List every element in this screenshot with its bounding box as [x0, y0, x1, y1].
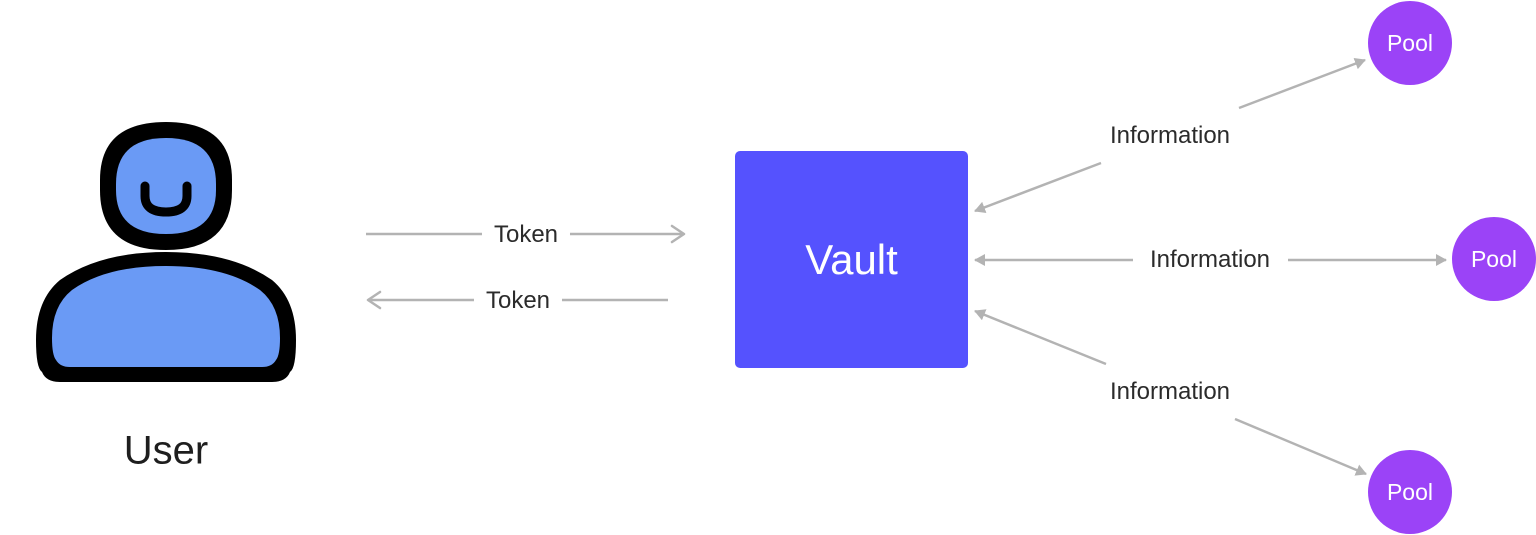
pool-label: Pool: [1386, 29, 1434, 56]
vault-node: Vault: [735, 151, 968, 368]
info-label-pool1: Information: [1097, 122, 1243, 150]
vault-label: Vault: [805, 235, 898, 283]
pool-node-1: Pool: [1368, 1, 1452, 85]
info-arrow-pool1-to-vault: [974, 161, 1102, 214]
info-arrow-vault-to-pool1: [1238, 57, 1366, 110]
token-label-to-user: Token: [473, 287, 563, 315]
pool-label: Pool: [1386, 478, 1434, 505]
info-label-pool2: Information: [1137, 246, 1283, 274]
info-label-pool3: Information: [1097, 378, 1243, 406]
info-arrow-vault-to-pool3: [1234, 417, 1367, 476]
info-arrow-pool3-to-vault: [974, 309, 1107, 366]
token-label-to-vault: Token: [481, 221, 571, 249]
pool-label: Pool: [1470, 245, 1518, 272]
pool-node-2: Pool: [1452, 217, 1536, 301]
pool-node-3: Pool: [1368, 450, 1452, 534]
user-label: User: [123, 428, 209, 473]
user-icon: [36, 122, 296, 382]
